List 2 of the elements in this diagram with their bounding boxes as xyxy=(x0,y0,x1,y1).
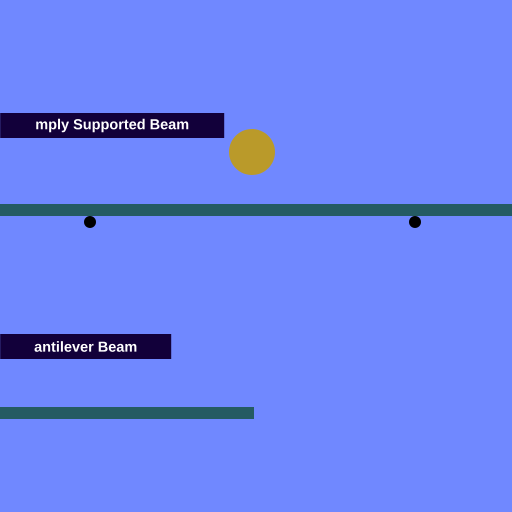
title-banner: mply Supported Beam xyxy=(0,113,224,138)
title-banner: antilever Beam xyxy=(0,334,172,359)
